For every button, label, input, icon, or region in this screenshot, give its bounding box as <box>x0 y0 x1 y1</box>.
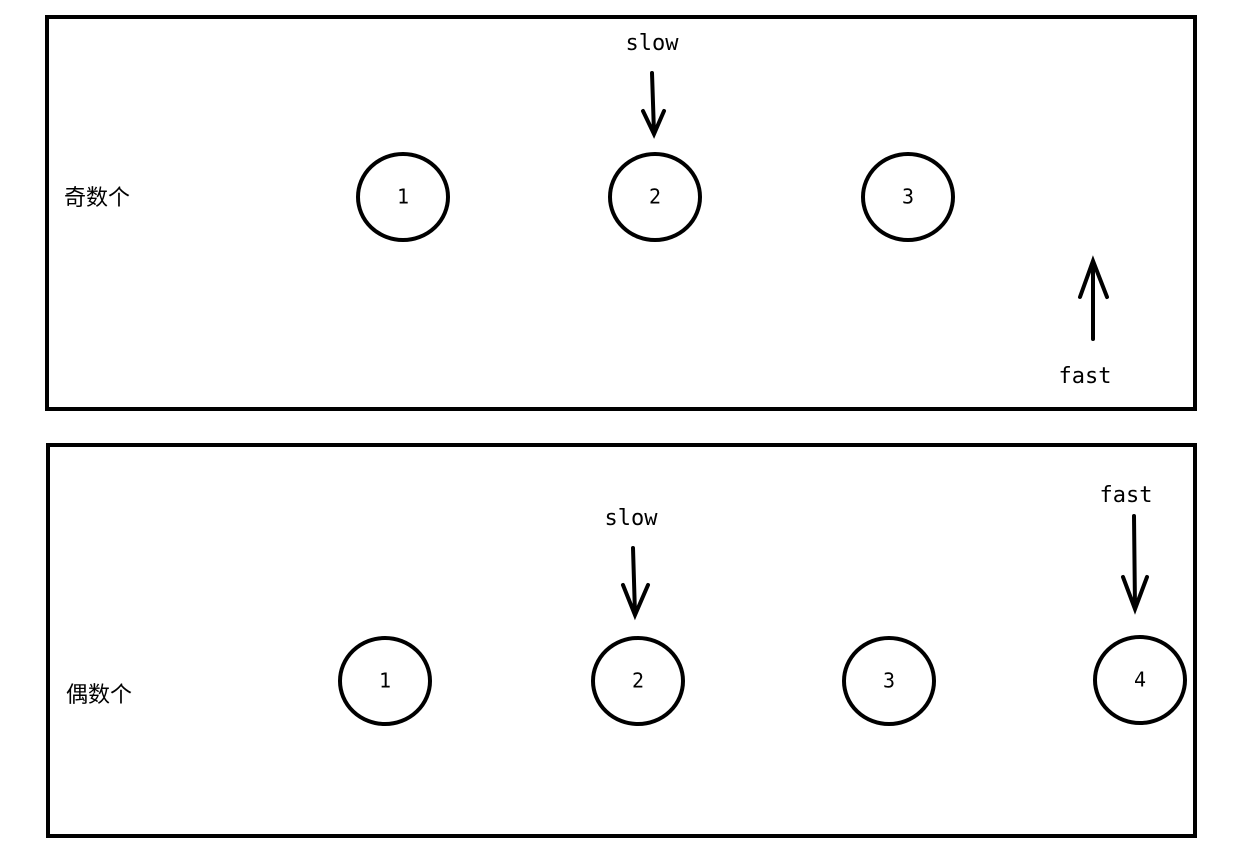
node-1: 1 <box>338 636 432 726</box>
panel-odd-label: 奇数个 <box>64 186 130 211</box>
down-arrow-icon <box>621 546 650 621</box>
slow-pointer-label: slow <box>605 506 659 531</box>
slow-pointer-label: slow <box>626 31 680 56</box>
node-value: 3 <box>883 669 895 693</box>
panel-odd-frame <box>45 15 1197 411</box>
node-value: 3 <box>902 185 914 209</box>
fast-pointer: fast <box>1059 255 1112 389</box>
down-arrow-icon <box>1121 514 1149 615</box>
node-circle <box>591 636 685 726</box>
node-3: 3 <box>861 152 955 242</box>
panel-even-frame <box>46 443 1197 838</box>
panel-odd: 奇数个 1 2 3 slow fast <box>45 15 1197 411</box>
fast-pointer-label: fast <box>1059 364 1112 389</box>
slow-pointer: slow <box>626 31 680 139</box>
node-2: 2 <box>591 636 685 726</box>
node-circle <box>356 152 450 242</box>
down-arrow-icon <box>641 71 666 139</box>
node-1: 1 <box>356 152 450 242</box>
node-3: 3 <box>842 636 936 726</box>
panel-even: 偶数个 1 2 3 4 slow fast <box>46 443 1197 838</box>
slow-pointer: slow <box>605 506 659 621</box>
node-value: 1 <box>379 669 391 693</box>
node-4: 4 <box>1093 635 1187 725</box>
node-value: 2 <box>649 185 661 209</box>
node-value: 4 <box>1134 668 1146 692</box>
node-value: 1 <box>397 185 409 209</box>
node-circle <box>608 152 702 242</box>
node-circle <box>842 636 936 726</box>
node-2: 2 <box>608 152 702 242</box>
up-arrow-icon <box>1078 255 1109 341</box>
node-circle <box>338 636 432 726</box>
node-value: 2 <box>632 669 644 693</box>
node-circle <box>861 152 955 242</box>
node-circle <box>1093 635 1187 725</box>
fast-pointer: fast <box>1100 483 1153 615</box>
panel-even-label: 偶数个 <box>66 683 132 708</box>
fast-pointer-label: fast <box>1100 483 1153 508</box>
